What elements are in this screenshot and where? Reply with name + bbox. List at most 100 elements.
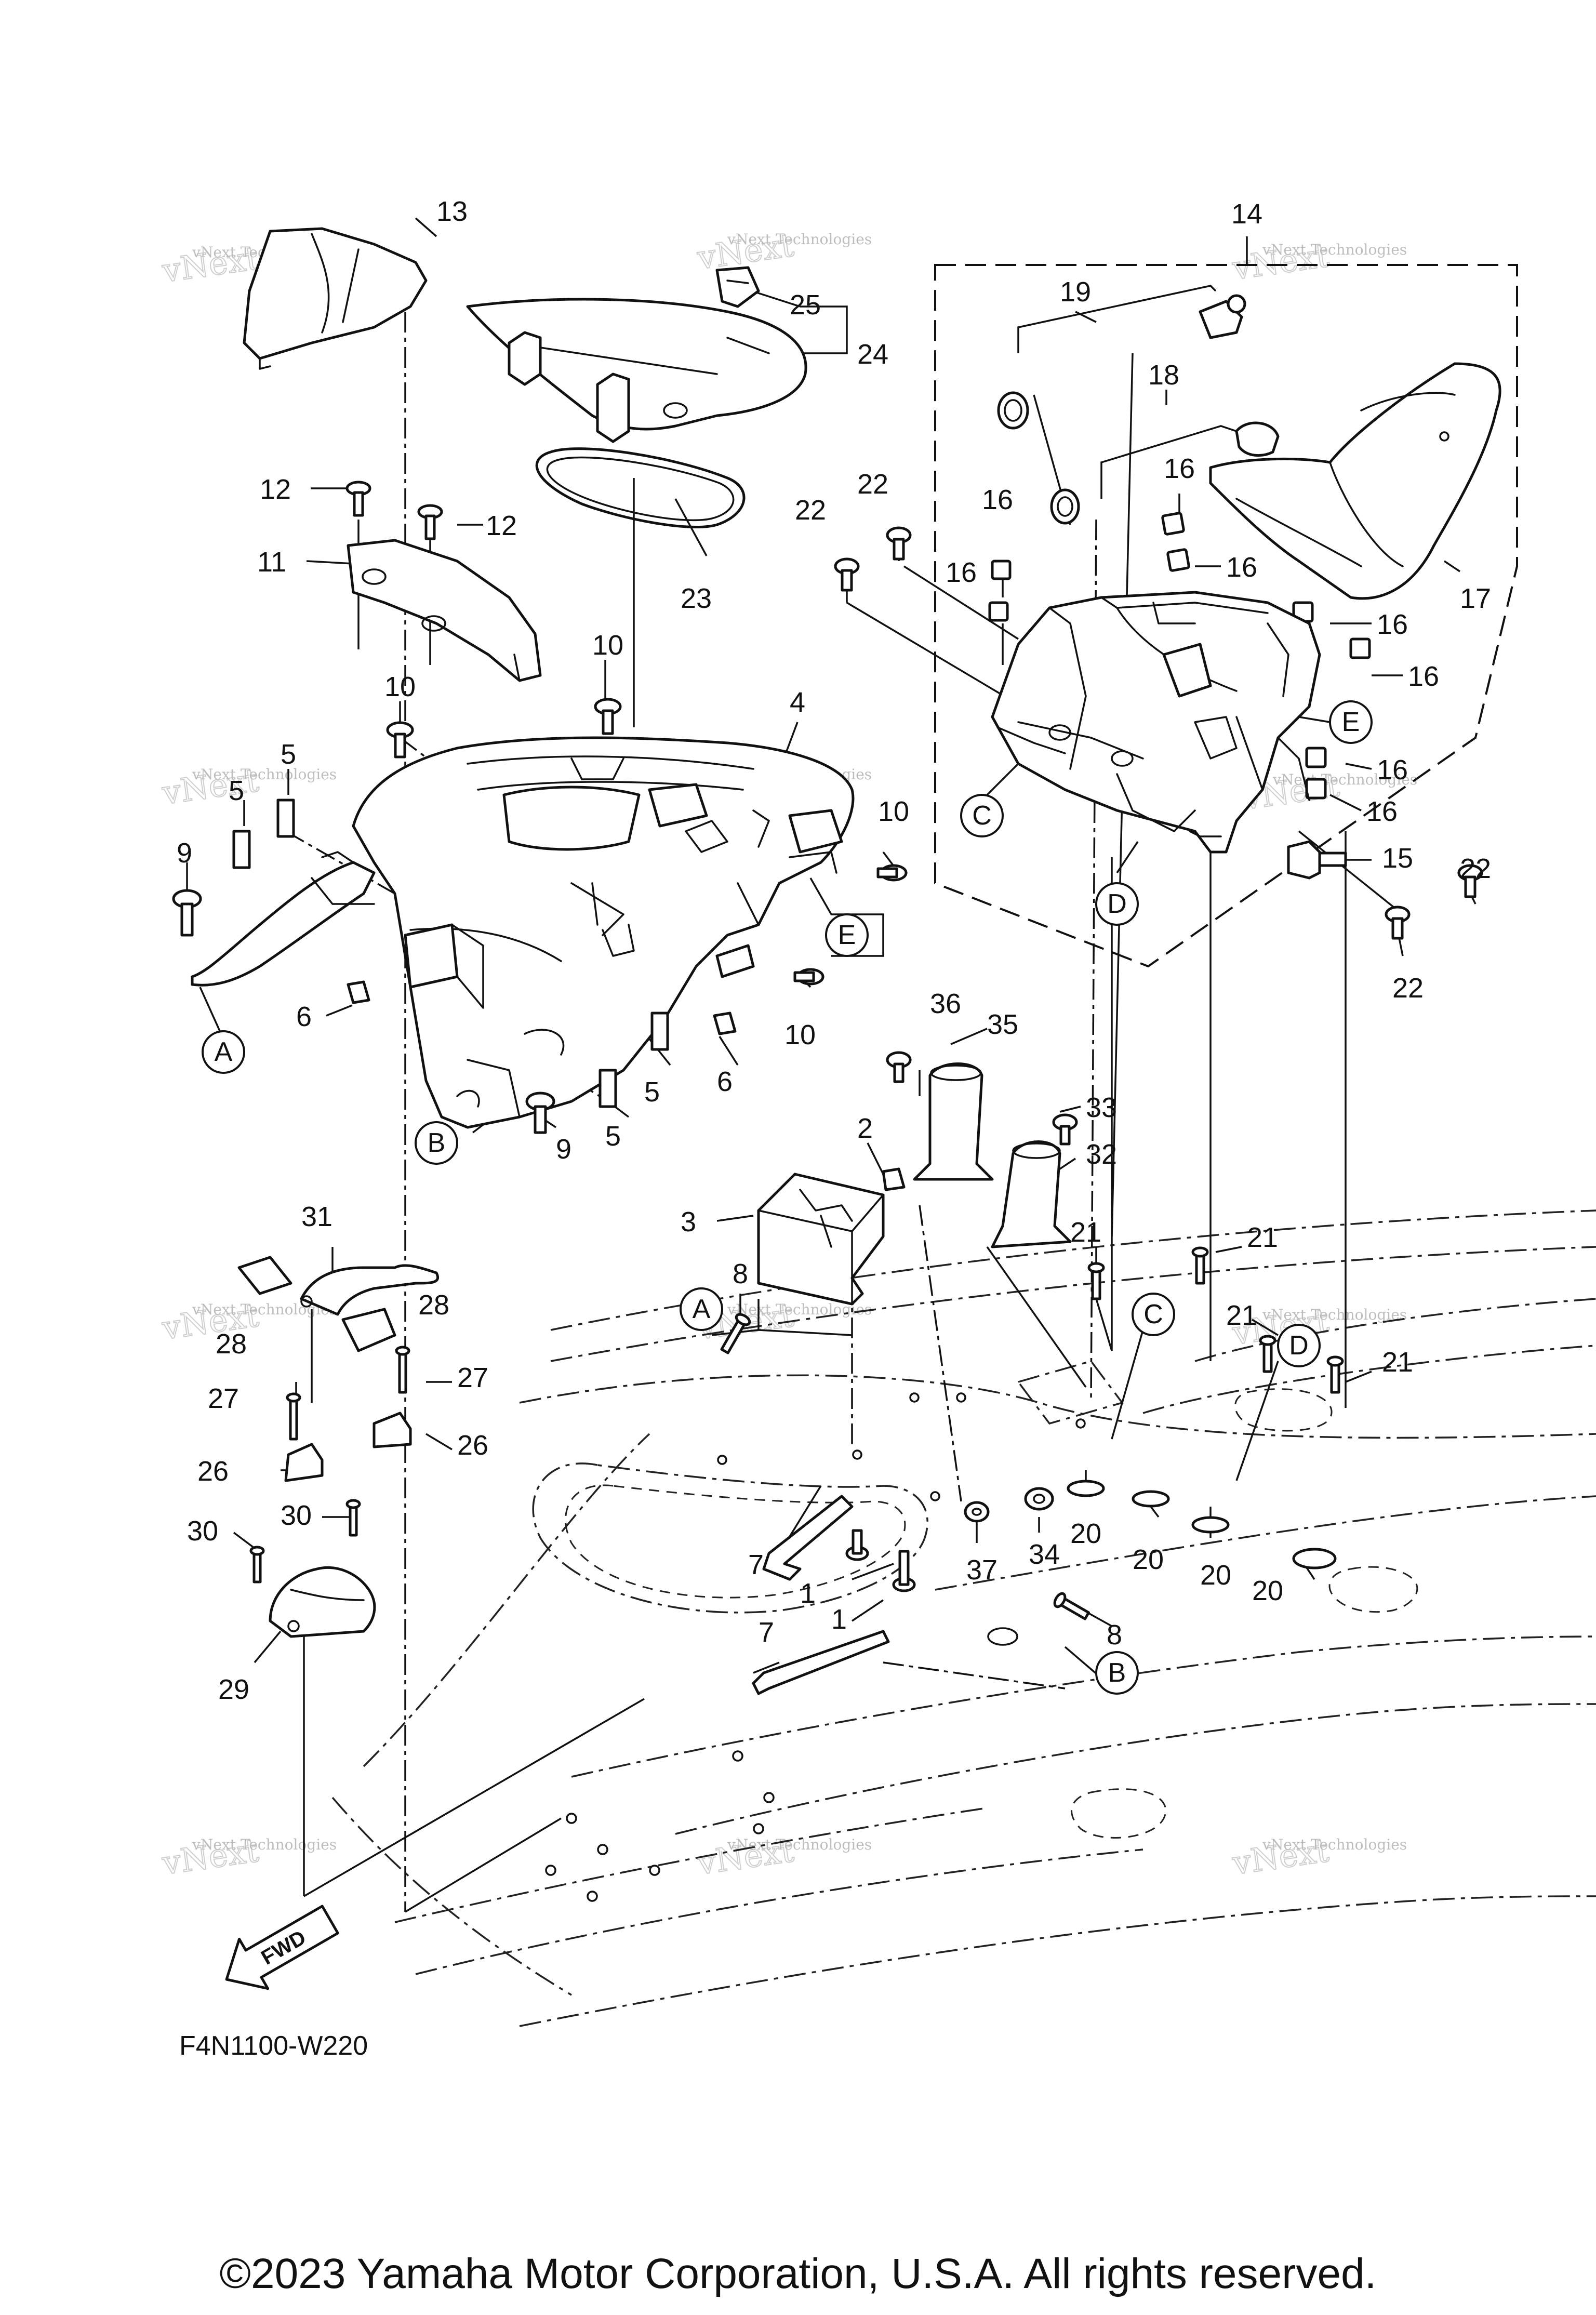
part-6-nuts (347, 980, 737, 1035)
callout-21: 21 (1382, 1347, 1413, 1378)
callout-17: 17 (1460, 583, 1491, 614)
callout-10: 10 (384, 671, 416, 702)
callout-20: 20 (1252, 1575, 1283, 1606)
callout-24: 24 (857, 339, 888, 370)
svg-text:D: D (1107, 889, 1127, 919)
part-11-bracket (347, 539, 542, 682)
callout-3: 3 (681, 1206, 696, 1238)
callout-19: 19 (1060, 276, 1091, 308)
callout-10: 10 (784, 1019, 816, 1050)
copyright-notice: ©2023 Yamaha Motor Corporation, U.S.A. A… (219, 2250, 1377, 2297)
part-31-strap (237, 1256, 439, 1352)
callout-31: 31 (301, 1201, 332, 1232)
callout-10: 10 (878, 796, 909, 827)
callout-labels: 13 25 24 23 12 12 11 10 10 10 10 4 5 5 5… (177, 196, 1491, 1705)
part-26-brackets (284, 1412, 412, 1482)
part-17-tray (1209, 362, 1501, 600)
callout-16: 16 (1408, 661, 1439, 692)
callout-30: 30 (281, 1500, 312, 1531)
group-14-box (934, 264, 1518, 968)
part-8-bolts (720, 1313, 1090, 1646)
svg-text:C: C (1143, 1299, 1163, 1329)
hull-outline (331, 1209, 1596, 2027)
part-15-bolt (1287, 840, 1347, 880)
part-12-screws (345, 481, 443, 540)
ref-d-lower: D (1277, 1324, 1321, 1367)
callout-1: 1 (800, 1578, 816, 1609)
svg-text:B: B (1108, 1658, 1126, 1688)
watermark: vNext Technologies (192, 1836, 337, 1853)
watermark: vNext Technologies (1262, 241, 1407, 258)
callout-5: 5 (281, 739, 296, 770)
callout-20: 20 (1133, 1544, 1164, 1575)
callout-11: 11 (257, 547, 286, 578)
svg-text:D: D (1289, 1331, 1309, 1361)
svg-text:E: E (1342, 707, 1360, 737)
part-24-lid (466, 298, 807, 443)
callout-21: 21 (1226, 1300, 1257, 1331)
callout-15: 15 (1382, 843, 1413, 874)
ref-a-upper: A (202, 1030, 245, 1074)
callout-16: 16 (1366, 796, 1398, 827)
callout-20: 20 (1070, 1518, 1101, 1549)
part-7-straps (752, 1495, 890, 1695)
callout-32: 32 (1086, 1139, 1117, 1170)
part-21-rivets (1087, 1246, 1344, 1394)
callout-18: 18 (1148, 360, 1179, 391)
part-22-bolts (834, 526, 1483, 940)
callout-20: 20 (1200, 1560, 1231, 1591)
callout-33: 33 (1086, 1092, 1117, 1123)
callout-8: 8 (733, 1258, 748, 1289)
ref-b-lower: B (1095, 1651, 1139, 1695)
fwd-arrow: FWD (225, 1905, 339, 1990)
svg-text:C: C (972, 801, 992, 831)
callout-2: 2 (857, 1113, 873, 1144)
callout-21: 21 (1070, 1217, 1101, 1248)
part-23-seal (535, 447, 746, 528)
watermark: vNext Technologies (1262, 1836, 1407, 1853)
part-side-guard-left (191, 851, 376, 987)
ref-e-upper: E (825, 913, 869, 957)
part-19-vent (997, 294, 1246, 430)
callout-1: 1 (831, 1604, 847, 1635)
part-33-screw (1052, 1113, 1078, 1146)
callout-36: 36 (930, 988, 961, 1019)
callout-26: 26 (197, 1456, 229, 1487)
part-30-rivets (249, 1499, 361, 1584)
callout-7: 7 (748, 1549, 764, 1580)
svg-text:A: A (693, 1294, 711, 1324)
callout-12: 12 (486, 510, 517, 541)
part-34-37-washers (964, 1487, 1054, 1523)
part-5-pads (232, 799, 669, 1108)
part-10-bolts (386, 698, 908, 986)
callout-29: 29 (218, 1674, 249, 1705)
part-4-storage-tub (352, 736, 855, 1129)
callout-23: 23 (681, 583, 712, 614)
leader-lines (186, 217, 1477, 1913)
callout-16: 16 (1377, 754, 1408, 786)
diagram-code: F4N1100-W220 (179, 2031, 368, 2061)
callout-9: 9 (177, 837, 192, 869)
callout-5: 5 (229, 775, 244, 806)
svg-text:E: E (838, 920, 856, 950)
callout-5: 5 (644, 1076, 660, 1108)
callout-14: 14 (1231, 198, 1262, 230)
callout-27: 27 (457, 1362, 488, 1393)
svg-text:B: B (428, 1128, 446, 1158)
watermark: vNext Technologies (1262, 1306, 1407, 1323)
callout-22: 22 (1392, 973, 1424, 1004)
callout-16: 16 (1164, 453, 1195, 484)
callout-8: 8 (1107, 1619, 1122, 1651)
part-9-bolts (172, 889, 555, 1134)
part-27-rivets (286, 1346, 410, 1441)
callout-22: 22 (795, 495, 826, 526)
part-20-washers (1067, 1480, 1337, 1569)
callout-26: 26 (457, 1430, 488, 1461)
callout-10: 10 (592, 630, 623, 661)
callout-28: 28 (418, 1289, 449, 1321)
callout-37: 37 (966, 1554, 998, 1586)
callout-6: 6 (717, 1066, 733, 1097)
callout-6: 6 (296, 1001, 312, 1032)
callout-4: 4 (790, 687, 805, 718)
callout-7: 7 (759, 1617, 774, 1648)
